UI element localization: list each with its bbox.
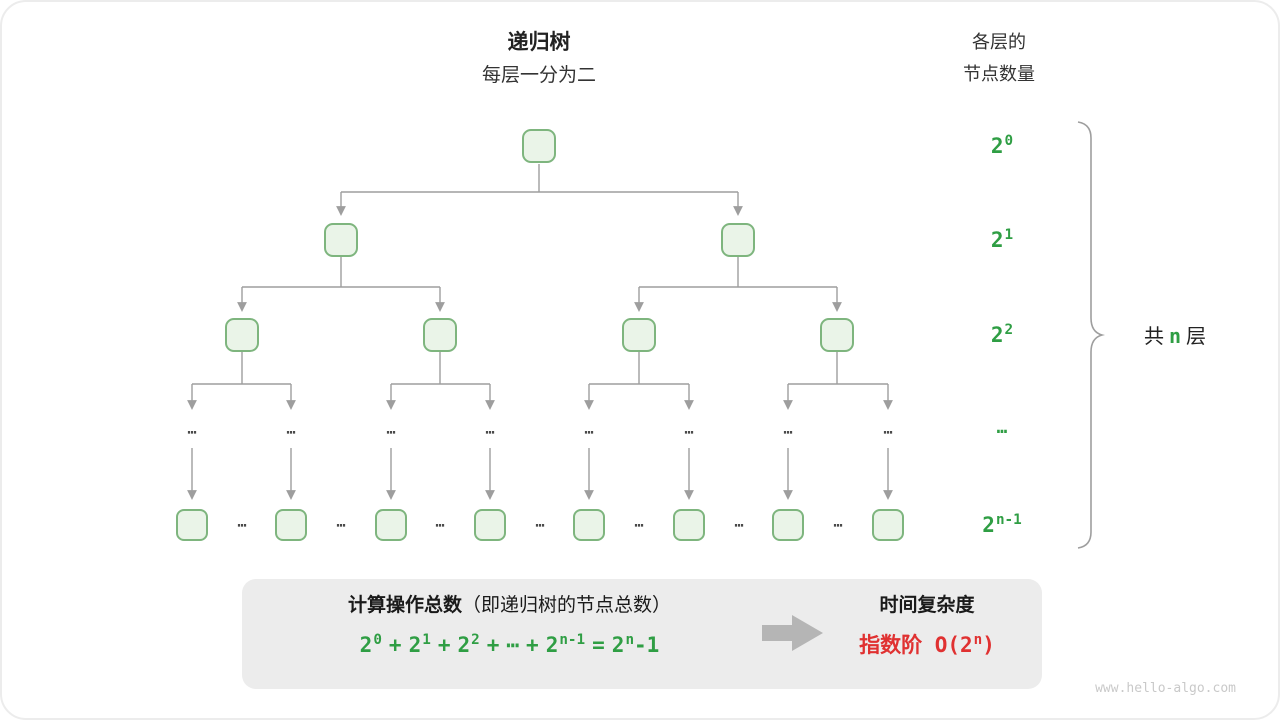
pow-base: 2: [611, 633, 625, 657]
tree-node: [573, 509, 605, 541]
operation-count-block: 计算操作总数（即递归树的节点总数） 20+21+22+⋯+2n-1=2n-1: [252, 579, 767, 662]
pow-base: 2: [990, 323, 1004, 347]
pow-exp: 1: [1004, 227, 1014, 244]
formula-operator: =: [592, 633, 605, 657]
node-count-formula: 20+21+22+⋯+2n-1=2n-1: [252, 628, 767, 662]
ellipsis-marker: ⋯: [734, 516, 744, 534]
level-count-label-2: 22: [952, 320, 1052, 350]
pow-exp: n: [625, 632, 635, 649]
formula-operator: +: [526, 633, 539, 657]
pow-base: 2: [545, 633, 559, 657]
formula-ellipsis: ⋯: [506, 633, 520, 657]
pow-exp: 1: [422, 632, 431, 649]
time-complexity-block: 时间复杂度 指数阶 O(2n): [822, 579, 1032, 662]
connector-trunks: [192, 164, 888, 385]
ellipsis-marker: ⋯: [833, 516, 843, 534]
tree-node: [225, 318, 259, 352]
ellipsis-marker: ⋯: [237, 516, 247, 534]
ellipsis-marker: ⋯: [386, 423, 396, 441]
figure-subtitle: 每层一分为二: [481, 65, 596, 86]
formula-operator: +: [437, 633, 451, 657]
ellipsis-marker: ⋯: [535, 516, 545, 534]
pow-base: 2: [408, 633, 422, 657]
pow-base: 2: [359, 633, 373, 657]
implies-arrow-icon: [762, 615, 823, 651]
brace-label-prefix: 共: [1143, 326, 1164, 348]
pow-base: 2: [990, 134, 1004, 158]
brace-label-n: n: [1168, 324, 1182, 348]
formula-term: 21: [409, 633, 431, 657]
tree-node: [275, 509, 307, 541]
figure-title: 递归树: [507, 31, 571, 54]
brace-label-suffix: 层: [1186, 326, 1207, 348]
formula-term: 2n: [612, 633, 634, 657]
pow-base: 2: [457, 633, 471, 657]
tree-node: [820, 318, 854, 352]
pow-base: 2: [982, 513, 995, 537]
tree-node: [375, 509, 407, 541]
ellipsis-marker: ⋯: [435, 516, 445, 534]
pow-exp: 0: [373, 632, 382, 649]
ellipsis-marker: ⋯: [783, 423, 793, 441]
formula-operator: +: [388, 633, 402, 657]
watermark: www.hello-algo.com: [1095, 681, 1236, 696]
tree-node: [474, 509, 506, 541]
ellipsis-marker: ⋯: [187, 423, 197, 441]
ellipsis-marker: ⋯: [584, 423, 594, 441]
formula-term: 2n-1: [546, 633, 585, 657]
tree-node: [622, 318, 656, 352]
ellipsis-marker: ⋯: [684, 423, 694, 441]
formula-operator: -1: [634, 633, 660, 657]
complexity-post: ): [982, 633, 995, 657]
tree-node: [324, 223, 358, 257]
pow-exp: 0: [1004, 133, 1014, 150]
level-count-label-0: 20: [952, 131, 1052, 161]
level-count-label-n: 2n-1: [952, 510, 1052, 540]
ellipsis-marker: ⋯: [485, 423, 495, 441]
complexity-exp: n: [973, 632, 983, 649]
operation-count-title-note: （即递归树的节点总数）: [462, 595, 672, 616]
right-header-line2: 节点数量: [963, 64, 1035, 84]
time-complexity-title: 时间复杂度: [879, 595, 975, 616]
summary-box: 计算操作总数（即递归树的节点总数） 20+21+22+⋯+2n-1=2n-1 时…: [242, 579, 1042, 689]
tree-node: [673, 509, 705, 541]
level-count-label-dots: ⋯: [996, 421, 1008, 442]
tree-node: [721, 223, 755, 257]
ellipsis-marker: ⋯: [286, 423, 296, 441]
operation-count-title: 计算操作总数（即递归树的节点总数）: [252, 592, 767, 620]
ellipsis-marker: ⋯: [634, 516, 644, 534]
tree-node: [772, 509, 804, 541]
ellipsis-marker: ⋯: [336, 516, 346, 534]
tree-node: [522, 129, 556, 163]
pow-exp: 2: [471, 632, 480, 649]
level-count-label-1: 21: [952, 225, 1052, 255]
pow-exp: 2: [1004, 322, 1014, 339]
complexity-pre: 指数阶 O(2: [859, 633, 973, 657]
operation-count-title-bold: 计算操作总数: [347, 595, 462, 616]
tree-node: [176, 509, 208, 541]
tree-node: [872, 509, 904, 541]
tree-node: [423, 318, 457, 352]
pow-base: 2: [990, 228, 1004, 252]
pow-exp: n-1: [995, 512, 1022, 529]
time-complexity-value: 指数阶 O(2n): [822, 628, 1032, 662]
pow-exp: n-1: [559, 632, 586, 649]
levels-brace: [1077, 121, 1106, 549]
formula-term: 20: [360, 633, 382, 657]
formula-operator: +: [486, 633, 500, 657]
right-header-line1: 各层的: [972, 32, 1026, 52]
formula-term: 22: [457, 633, 479, 657]
ellipsis-marker: ⋯: [883, 423, 893, 441]
